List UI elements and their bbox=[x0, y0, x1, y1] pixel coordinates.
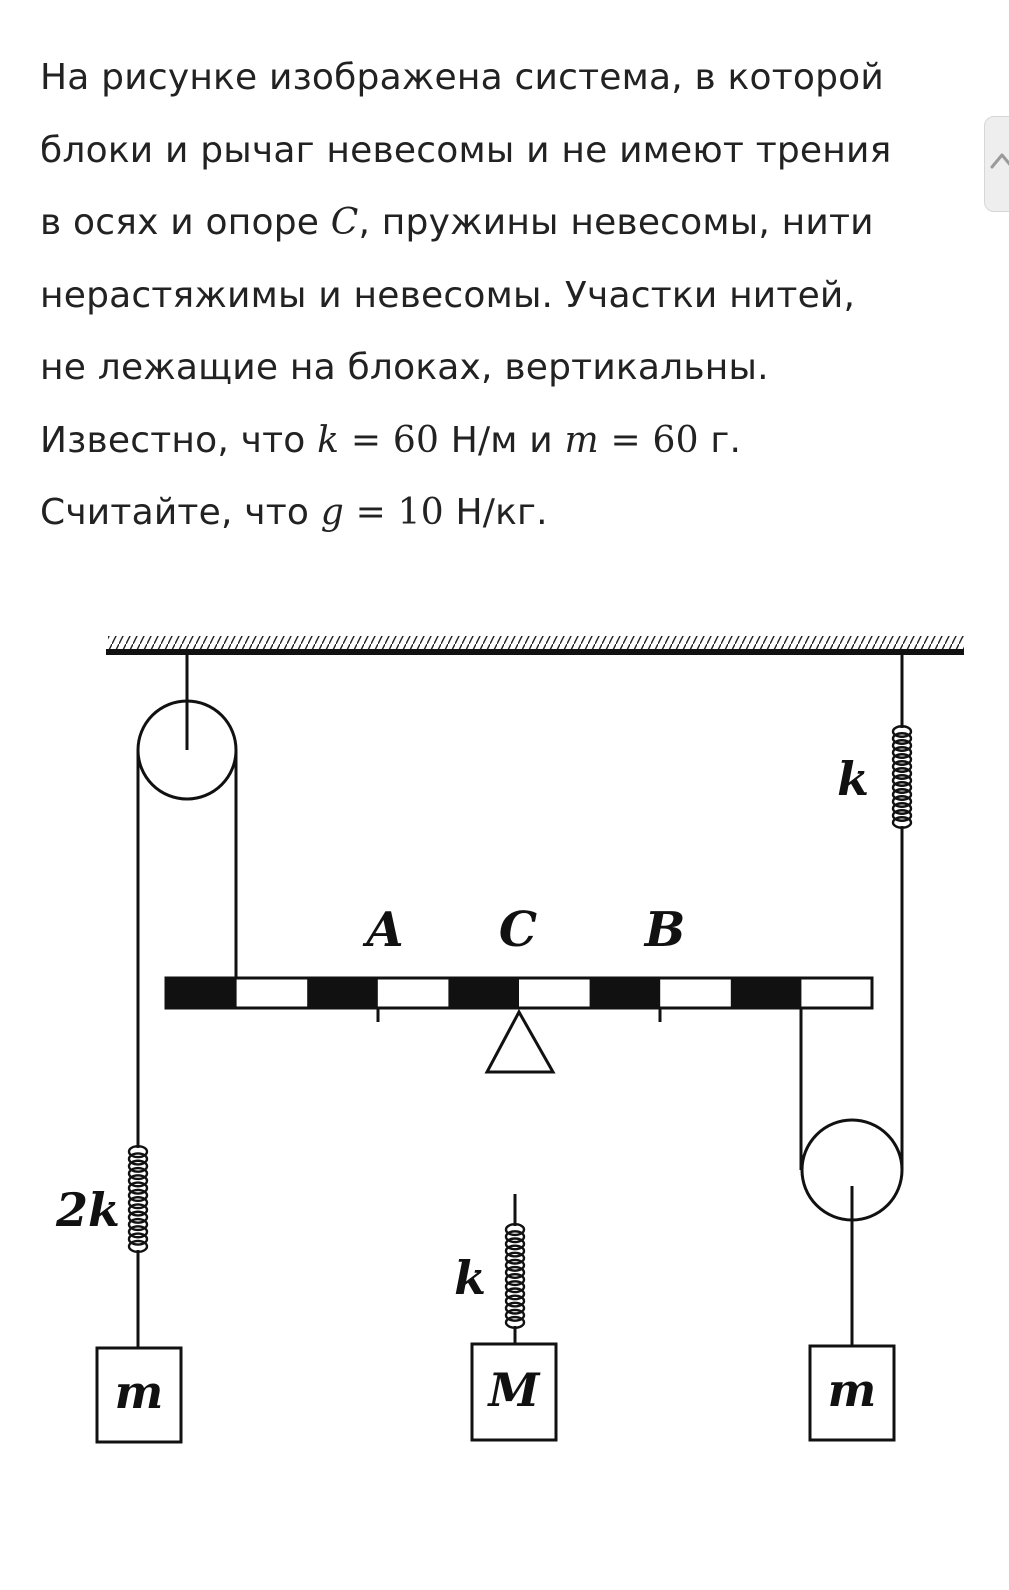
spring-coil-turn bbox=[891, 774, 913, 787]
point-a-label: A bbox=[362, 902, 403, 958]
spring-coil-turn bbox=[504, 1251, 526, 1265]
spring-coil-turn bbox=[127, 1174, 149, 1188]
problem-line-3: в осях и опоре C, пружины невесомы, нити bbox=[40, 187, 970, 260]
spring-coil-turn bbox=[127, 1152, 149, 1166]
problem-line-5: не лежащие на блоках, вертикальны. bbox=[40, 347, 769, 388]
spring-coil-turn bbox=[127, 1217, 149, 1232]
point-c-label: C bbox=[499, 902, 537, 958]
line6-text-before: Известно, что bbox=[40, 419, 318, 461]
spring-coil-turn bbox=[504, 1280, 526, 1294]
spring-coil-turn bbox=[504, 1301, 526, 1315]
spring-middle-k bbox=[504, 1223, 526, 1329]
spring-coil-turn bbox=[504, 1294, 526, 1308]
problem-line-7: Считайте, что g = 10 Н/кг. bbox=[40, 477, 970, 550]
problem-line-4: нерастяжимы и невесомы. Участки нитей, bbox=[40, 274, 856, 316]
problem-line-2: блоки и рычаг невесомы и не имеют трения bbox=[40, 129, 892, 171]
mass-middle-label: M bbox=[487, 1363, 542, 1417]
spring-coil-turn bbox=[127, 1181, 149, 1195]
problem-line-6: Известно, что k = 60 Н/м и m = 60 г. bbox=[40, 405, 970, 478]
mass-right-label: m bbox=[828, 1363, 877, 1417]
spring-middle-label: k bbox=[454, 1251, 486, 1305]
mass-unit: г. bbox=[698, 419, 742, 461]
spring-coil-turn bbox=[504, 1273, 526, 1287]
mass-value: = 60 bbox=[598, 419, 699, 461]
lever-dark-segment bbox=[166, 978, 237, 1008]
spring-coil-turn bbox=[127, 1166, 149, 1181]
spring-coil-turn bbox=[891, 725, 913, 738]
spring-coil-turn bbox=[504, 1287, 526, 1301]
spring-coil-turn bbox=[891, 732, 913, 745]
lever-dark-segment bbox=[307, 978, 378, 1008]
spring-coil-turn bbox=[891, 753, 913, 766]
stiffness-value: = 60 bbox=[339, 419, 440, 461]
spring-coil-turn bbox=[127, 1144, 149, 1159]
spring-coil-turn bbox=[127, 1203, 149, 1217]
spring-coil-turn bbox=[127, 1159, 149, 1173]
stiffness-unit: Н/м и bbox=[439, 419, 565, 461]
support-variable-c: C bbox=[330, 202, 359, 243]
spring-top-right-label: k bbox=[837, 752, 869, 806]
fulcrum-support bbox=[484, 1008, 556, 1074]
spring-coil-turn bbox=[127, 1188, 149, 1203]
spring-coil-turn bbox=[504, 1265, 526, 1279]
spring-coil-turn bbox=[504, 1308, 526, 1322]
spring-coil-turn bbox=[891, 795, 913, 808]
spring-coil-turn bbox=[504, 1258, 526, 1272]
spring-coil-turn bbox=[891, 802, 913, 815]
spring-left-2k bbox=[127, 1144, 149, 1254]
ceiling bbox=[106, 636, 964, 655]
spring-coil-turn bbox=[504, 1237, 526, 1251]
left-pulley bbox=[136, 652, 238, 801]
spring-coil-turn bbox=[504, 1244, 526, 1258]
problem-line-1: На рисунке изображена система, в которой bbox=[40, 57, 884, 98]
spring-coil-turn bbox=[127, 1210, 149, 1224]
line3-text-after: , пружины невесомы, нити bbox=[358, 202, 874, 243]
spring-coil-turn bbox=[891, 809, 913, 822]
gravity-value: = 10 bbox=[344, 492, 444, 533]
lever-dark-segment bbox=[730, 978, 802, 1008]
spring-coil-turn bbox=[891, 746, 913, 759]
mass-left-label: m bbox=[115, 1365, 164, 1419]
problem-statement: На рисунке изображена система, в которой… bbox=[40, 42, 970, 550]
spring-coil-turn bbox=[504, 1230, 526, 1244]
mass-middle-box bbox=[470, 1342, 558, 1442]
lever-dark-segment bbox=[448, 978, 519, 1008]
line7-text-before: Считайте, что bbox=[40, 492, 321, 533]
spring-coil-turn bbox=[891, 760, 913, 773]
line3-text-before: в осях и опоре bbox=[40, 202, 331, 243]
mass-left-box bbox=[95, 1346, 183, 1444]
lever-dark-segment bbox=[589, 978, 661, 1008]
gravity-variable: g bbox=[320, 492, 344, 533]
spring-top-right-k bbox=[891, 725, 913, 829]
lever bbox=[164, 976, 874, 1022]
right-pulley bbox=[800, 1118, 904, 1346]
mass-variable: m bbox=[564, 419, 599, 461]
spring-coil-turn bbox=[127, 1225, 149, 1239]
gravity-unit: Н/кг. bbox=[443, 492, 548, 533]
point-b-label: B bbox=[643, 902, 686, 958]
spring-coil-turn bbox=[127, 1195, 149, 1210]
spring-coil-turn bbox=[127, 1232, 149, 1246]
spring-coil-turn bbox=[891, 788, 913, 801]
spring-coil-turn bbox=[891, 781, 913, 794]
mass-right-box bbox=[808, 1344, 896, 1442]
spring-coil-turn bbox=[504, 1223, 526, 1237]
spring-coil-turn bbox=[891, 767, 913, 780]
stiffness-variable: k bbox=[317, 419, 340, 461]
spring-left-label: 2k bbox=[55, 1183, 120, 1237]
spring-coil-turn bbox=[891, 739, 913, 752]
